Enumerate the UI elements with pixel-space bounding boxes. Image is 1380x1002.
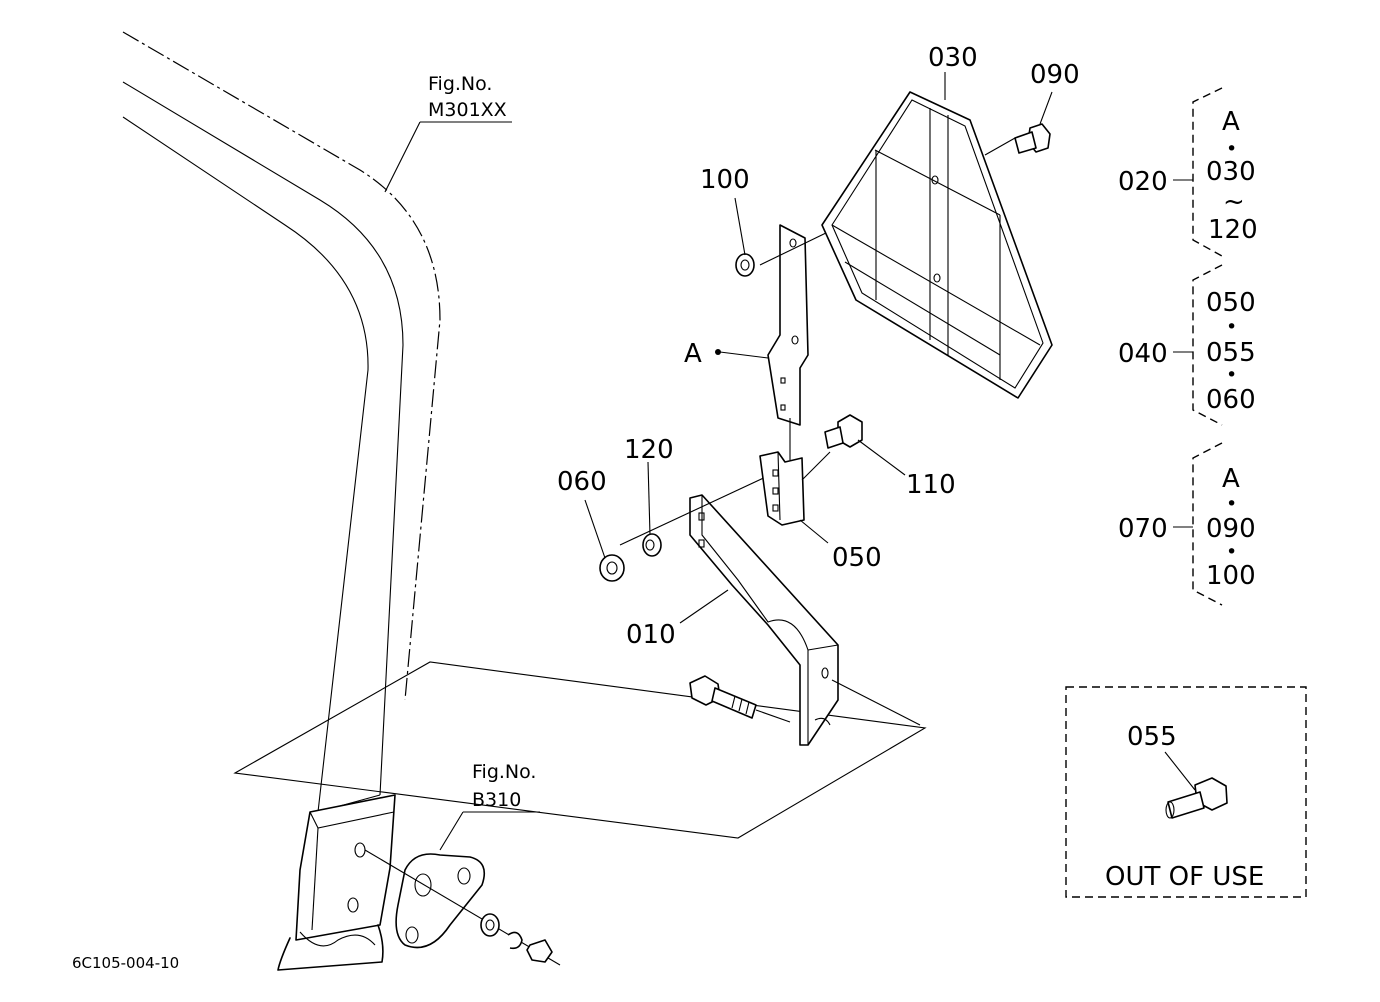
callout-090: 090 [1030,60,1080,90]
nut-060 [599,554,625,582]
out-of-use-box: 055 OUT OF USE [1065,686,1307,898]
assembly-040-item-050: 050 [1206,288,1256,318]
fig-ref-bottom-number: B310 [472,789,521,811]
callout-120: 120 [624,435,674,465]
leader-lines [584,72,1053,624]
screw-090 [984,123,1051,156]
assembly-070-sep-1: • [1226,493,1237,515]
bolt-bottom [689,675,791,723]
out-of-use-callout-055: 055 [1127,722,1177,752]
assembly-020-code: 020 [1118,167,1168,197]
assembly-040: 040 050 • 055 • 060 [1118,288,1256,415]
out-of-use-text: OUT OF USE [1105,862,1264,892]
fig-ref-top-label: Fig.No. [428,73,492,95]
assembly-040-item-060: 060 [1206,385,1256,415]
callout-030: 030 [928,43,978,73]
fig-ref-bottom-label: Fig.No. [472,761,536,783]
bolt-110 [824,414,863,449]
assembly-070-item-090: 090 [1206,514,1256,544]
assembly-070-item-100: 100 [1206,561,1256,591]
mounting-plate-b310 [364,849,561,966]
mounting-plane [233,661,927,839]
assembly-070-code: 070 [1118,514,1168,544]
fig-ref-bottom: Fig.No. B310 [439,761,540,851]
callout-060: 060 [557,467,607,497]
drawing-id: 6C105-004-10 [72,954,179,972]
clip-050 [759,451,831,526]
callout-010: 010 [626,620,676,650]
assembly-020-item-120: 120 [1208,215,1258,245]
assembly-020-sep-dot: • [1226,138,1237,160]
assembly-070-item-a: A [1222,464,1240,494]
assembly-020-sep-range: ~ [1223,187,1245,217]
callout-a: A [684,339,702,369]
callout-100: 100 [700,165,750,195]
assembly-070: 070 A • 090 • 100 [1118,464,1256,591]
fig-ref-top: Fig.No. M301XX [384,73,512,193]
assembly-020-item-a: A [1222,107,1240,137]
assembly-070-sep-2: • [1226,541,1237,563]
assembly-020-item-030: 030 [1206,157,1256,187]
assembly-040-code: 040 [1118,339,1168,369]
bolt-055 [1165,777,1228,819]
bracket-010 [619,474,921,746]
assembly-040-sep-2: • [1226,364,1237,386]
callout-110: 110 [906,470,956,500]
nut-100 [735,253,755,277]
reflector-030 [821,91,1053,399]
washer-120 [642,533,662,557]
callout-050: 050 [832,543,882,573]
fig-ref-top-number: M301XX [428,99,507,121]
assembly-040-sep-1: • [1226,316,1237,338]
assembly-brackets [1173,87,1223,606]
rops-frame [122,31,441,971]
assembly-040-item-055: 055 [1206,338,1256,368]
assembly-020: 020 A • 030 ~ 120 [1118,107,1258,245]
